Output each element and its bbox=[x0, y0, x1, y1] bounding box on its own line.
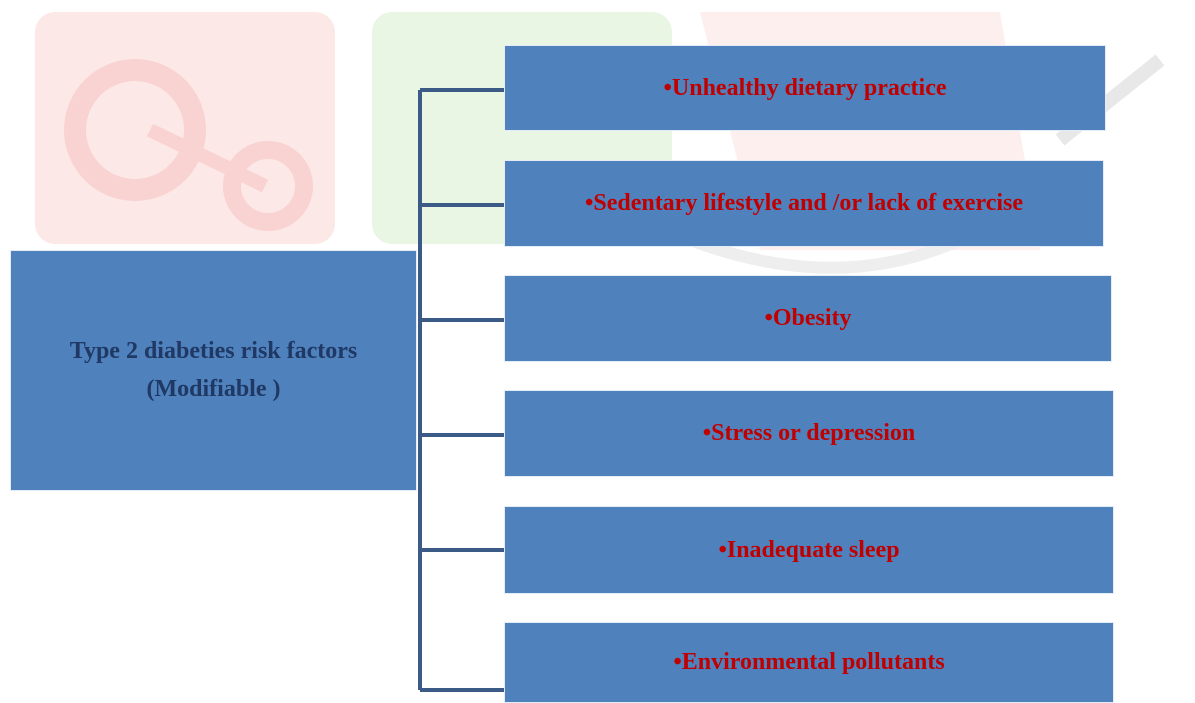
factor-label: •Inadequate sleep bbox=[718, 536, 900, 563]
factor-node-environmental-pollutants: •Environmental pollutants bbox=[504, 622, 1114, 703]
factor-label: •Stress or depression bbox=[702, 420, 916, 446]
root-label: Type 2 diabeties risk factors (Modifiabl… bbox=[70, 333, 358, 407]
factor-node-unhealthy-diet: •Unhealthy dietary practice bbox=[504, 45, 1106, 131]
factor-label: •Sedentary lifestyle and /or lack of exe… bbox=[584, 190, 1024, 216]
factor-node-inadequate-sleep: •Inadequate sleep bbox=[504, 506, 1114, 594]
factor-node-stress-depression: •Stress or depression bbox=[504, 390, 1114, 477]
factor-node-obesity: •Obesity bbox=[504, 275, 1112, 362]
factor-node-sedentary-lifestyle: •Sedentary lifestyle and /or lack of exe… bbox=[504, 160, 1104, 247]
root-subtitle: (Modifiable ) bbox=[146, 375, 281, 402]
root-title: Type 2 diabeties risk factors bbox=[69, 338, 358, 365]
factor-label: •Environmental pollutants bbox=[673, 649, 945, 675]
factor-label: •Unhealthy dietary practice bbox=[663, 74, 947, 101]
root-node: Type 2 diabeties risk factors (Modifiabl… bbox=[10, 250, 417, 491]
factor-label: •Obesity bbox=[764, 305, 852, 331]
